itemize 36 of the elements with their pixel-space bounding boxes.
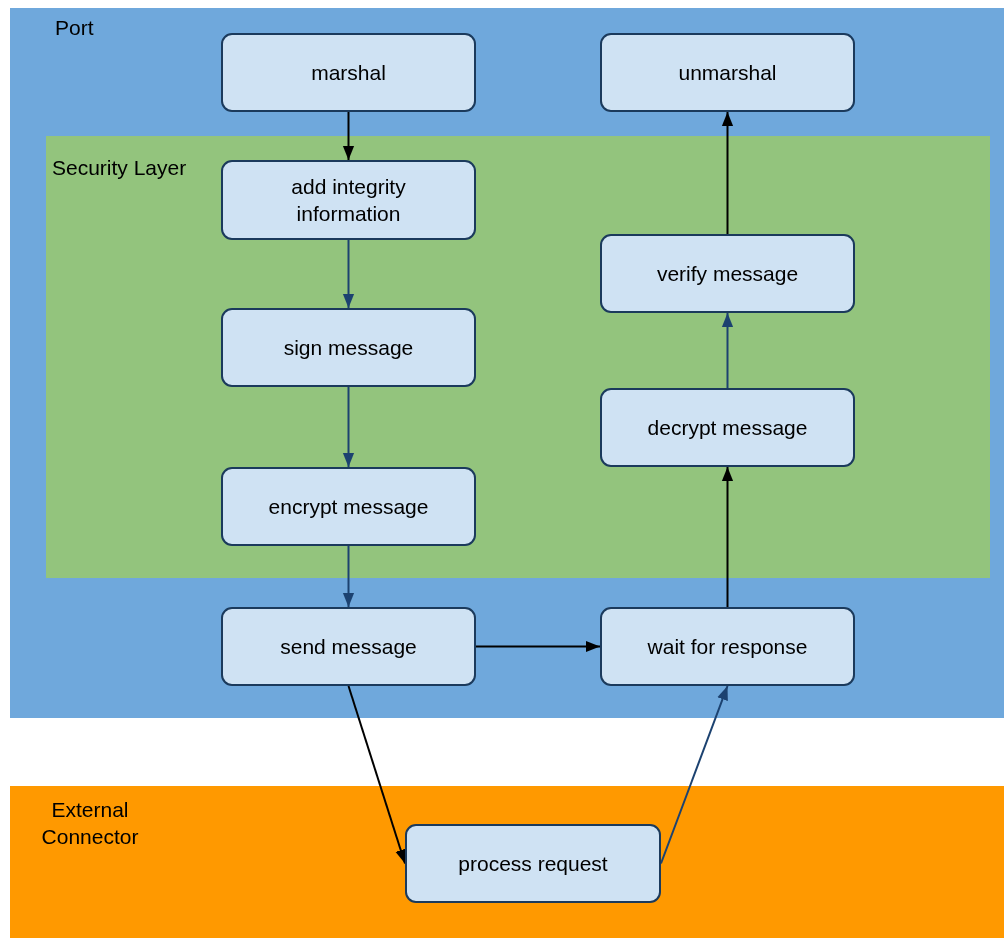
process-box [221, 467, 476, 546]
layer-band [10, 786, 1004, 938]
box-label: sign message [282, 334, 415, 361]
layer-band [46, 136, 990, 578]
box-label: encrypt message [267, 493, 430, 520]
process-box [221, 33, 476, 112]
layer-label: Security Layer [52, 155, 188, 181]
box-label: send message [279, 633, 418, 660]
process-box [600, 33, 855, 112]
arrow [342, 545, 355, 608]
arrow [721, 312, 734, 389]
arrow [475, 640, 601, 653]
layer-band [10, 8, 1004, 718]
box-label: wait for response [646, 633, 809, 660]
arrow [342, 111, 355, 161]
process-box [600, 607, 855, 686]
layer-label: Port [55, 15, 95, 41]
process-box [600, 234, 855, 313]
box-label: add integrity information [290, 173, 407, 227]
process-box [221, 607, 476, 686]
process-box [600, 388, 855, 467]
box-label: verify message [655, 260, 800, 287]
arrow [342, 386, 355, 468]
box-label: decrypt message [646, 414, 809, 441]
process-box [221, 308, 476, 387]
arrow [347, 685, 407, 865]
process-box [221, 160, 476, 240]
box-label: unmarshal [677, 59, 778, 86]
layer-label: External Connector [40, 797, 140, 851]
arrow [342, 239, 355, 309]
box-label: marshal [310, 59, 387, 86]
process-box [405, 824, 661, 903]
box-label: process request [457, 850, 609, 877]
arrow [660, 685, 729, 865]
arrow [721, 111, 734, 235]
arrow [721, 466, 734, 608]
